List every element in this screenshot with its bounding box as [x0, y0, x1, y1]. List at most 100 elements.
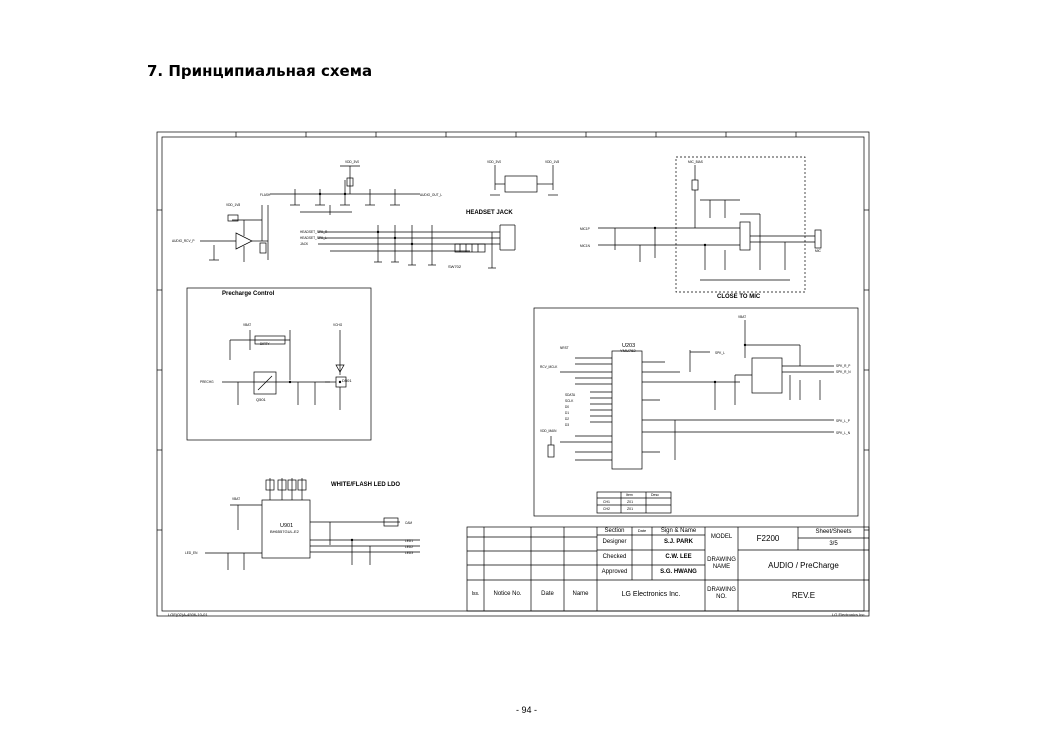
tb-checked-label: Checked: [602, 554, 627, 560]
svg-text:MIC: MIC: [815, 249, 822, 253]
svg-text:VDD_1V8: VDD_1V8: [545, 160, 559, 164]
audio-ic-box: [533, 307, 859, 517]
tb-checked-value: C.W. LEE: [665, 554, 692, 560]
small-table-header-1: Item: [626, 493, 633, 497]
svg-text:VDD_3V0: VDD_3V0: [487, 160, 501, 164]
page-title: 7. Принципиальная схема: [147, 62, 373, 80]
tb-model-label: MODEL: [710, 534, 733, 540]
precharge-transistor-ref: Q501: [256, 397, 266, 402]
audio-ic: [547, 350, 834, 470]
mic-circuit: [598, 165, 822, 281]
small-table-cell: CH2: [603, 507, 611, 511]
audio-ic-part: YMU762: [620, 348, 636, 353]
border-ticks-top: [235, 132, 797, 137]
led-ic-part: BH6557GUL-E2: [270, 529, 299, 534]
svg-text:RCV_MCLK: RCV_MCLK: [540, 365, 558, 369]
svg-text:NRST: NRST: [560, 346, 569, 350]
precharge-control-label: Precharge Control: [222, 291, 275, 297]
tb-sheet-label: Sheet/Sheets: [815, 529, 852, 535]
svg-text:SDATA: SDATA: [565, 393, 576, 397]
close-to-mic-label: CLOSE TO MIC: [717, 294, 761, 300]
tb-date-col-label: Date: [637, 528, 647, 533]
headset-jack-label: HEADSET JACK: [466, 210, 513, 216]
white-flash-led-ldo-label: WHITE/FLASH LED LDO: [331, 482, 400, 488]
tb-drawing-no-label: DRAWING NO.: [707, 587, 736, 600]
footer-left-ref: LGE(02)A-4506-10-01: [168, 612, 208, 617]
svg-text:LED1: LED1: [405, 539, 413, 543]
small-table-cell: Z01: [627, 507, 634, 511]
svg-text:LED2: LED2: [405, 545, 413, 549]
precharge-diode-ref: D501: [342, 378, 352, 383]
led-ldo-circuit: [205, 478, 420, 570]
tb-drawing-no-value: REV.E: [791, 591, 816, 600]
led-ic-ref: U901: [280, 523, 294, 529]
jack-part-ref: SW702: [448, 264, 462, 269]
svg-text:VDD_1V8: VDD_1V8: [226, 203, 240, 207]
svg-text:SPK_R_N: SPK_R_N: [836, 370, 851, 374]
tb-notice-label: Notice No.: [493, 591, 522, 597]
small-table-cell: CH1: [603, 500, 611, 504]
tb-sheet-value: 3/5: [829, 541, 838, 547]
tb-company: LG Electronics Inc.: [621, 591, 681, 598]
svg-text:MIC1N: MIC1N: [580, 244, 591, 248]
tb-date-label: Date: [541, 591, 554, 597]
small-table-header-2: Desc: [651, 493, 659, 497]
sheet-border: [156, 131, 870, 617]
svg-text:SCLK: SCLK: [565, 399, 574, 403]
svg-text:LED_EN: LED_EN: [185, 551, 198, 555]
svg-text:AUDIO_OUT_L: AUDIO_OUT_L: [420, 193, 442, 197]
amplifier-circuit: [200, 205, 269, 262]
svg-text:HEADSET_SPK_L: HEADSET_SPK_L: [300, 236, 327, 240]
svg-text:JACK: JACK: [300, 242, 309, 246]
svg-text:CAM: CAM: [405, 521, 412, 525]
headset-lines: [318, 224, 516, 269]
tb-drawing-name-label: DRAWING NAME: [707, 557, 736, 570]
close-to-mic-box: [675, 156, 806, 293]
small-table-lines: [596, 491, 672, 514]
tb-sign-name-label: Sign & Name: [660, 528, 697, 534]
svg-text:HEADSET_SPK_R: HEADSET_SPK_R: [300, 230, 328, 234]
tb-name-label: Name: [572, 591, 589, 597]
tb-designer-value: S.J. PARK: [664, 539, 693, 545]
tb-section-label: Section: [604, 528, 625, 534]
border-ticks-side: [157, 209, 869, 531]
net-label-texts: AUDIO_RCV_P VDD_1V8 FLASH HEADSET_SPK_R …: [172, 160, 851, 555]
svg-text:FLASH: FLASH: [260, 193, 271, 197]
svg-text:SPK_R_P: SPK_R_P: [836, 364, 850, 368]
svg-text:VBAT: VBAT: [232, 497, 240, 501]
top-center-component: [490, 165, 558, 196]
svg-text:LED3: LED3: [405, 551, 413, 555]
svg-text:D0: D0: [565, 405, 569, 409]
svg-text:D2: D2: [565, 417, 569, 421]
amp-ic: [734, 320, 834, 405]
precharge-circuit: [222, 330, 347, 410]
svg-text:VDD_MAIN: VDD_MAIN: [540, 429, 557, 433]
svg-text:SPK_L: SPK_L: [715, 351, 725, 355]
svg-text:AUDIO_RCV_P: AUDIO_RCV_P: [172, 239, 195, 243]
footer-right-ref: LG Electronics Inc.: [832, 612, 866, 617]
tb-drawing-name-value: AUDIO / PreCharge: [768, 561, 839, 570]
svg-text:VBAT: VBAT: [243, 323, 251, 327]
svg-text:VDD_3V0: VDD_3V0: [345, 160, 359, 164]
title-block-grid: [466, 526, 870, 612]
tb-designer-label: Designer: [602, 539, 627, 545]
tb-iss-label: Iss.: [471, 591, 480, 597]
svg-text:MIC1P: MIC1P: [580, 227, 590, 231]
tb-approved-label: Approved: [601, 569, 628, 575]
svg-text:MIC_BIAS: MIC_BIAS: [688, 160, 703, 164]
junction-dots: [288, 192, 747, 542]
svg-text:D3: D3: [565, 423, 569, 427]
precharge-control-box: [186, 287, 372, 441]
page-number: - 94 -: [515, 705, 537, 715]
tb-model-value: F2200: [756, 534, 780, 543]
small-table-cell: Z01: [627, 500, 634, 504]
audio-ic-ref: U203: [622, 343, 636, 349]
top-bus-wiring: [270, 165, 420, 215]
svg-text:SPK_L_N: SPK_L_N: [836, 431, 851, 435]
svg-text:VCHG: VCHG: [333, 323, 343, 327]
svg-text:SPK_L_P: SPK_L_P: [836, 419, 850, 423]
svg-text:VBAT: VBAT: [738, 315, 746, 319]
svg-text:PRECHG: PRECHG: [200, 380, 214, 384]
svg-text:DIRTY: DIRTY: [260, 342, 270, 346]
